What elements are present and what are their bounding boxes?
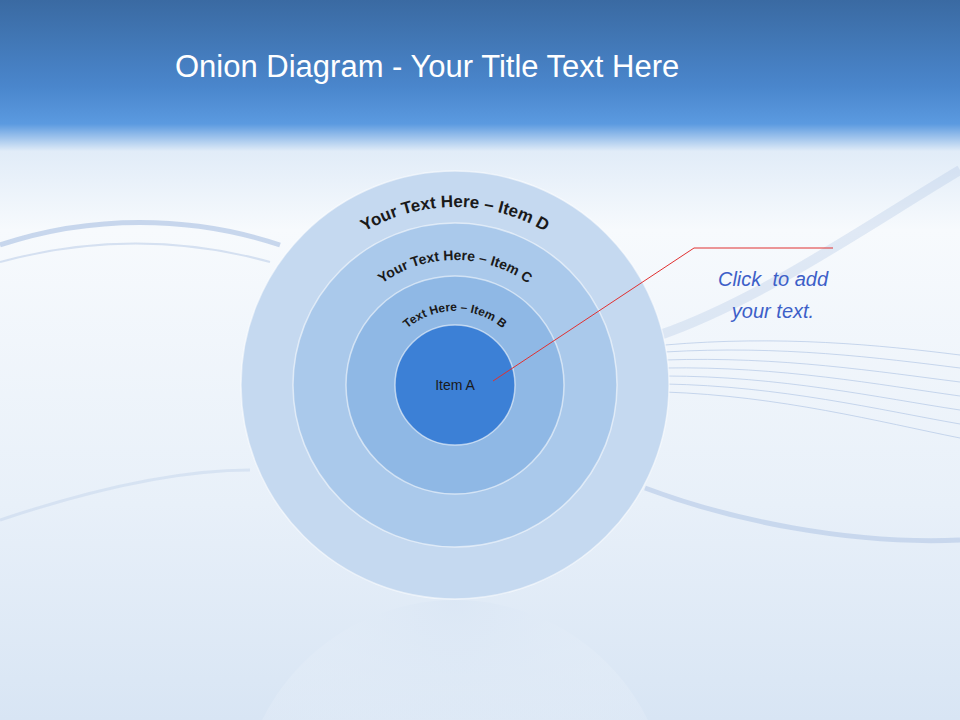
onion-ring: Text Here – Item BItem A [345,275,565,495]
onion-core: Item A [394,324,516,446]
slide-title: Onion Diagram - Your Title Text Here [175,49,679,85]
ring-circle [241,171,669,599]
circle-reflection [240,600,670,720]
core-label: Item A [435,377,475,393]
ring-circle [293,223,617,547]
onion-ring: Your Text Here – Item CText Here – Item … [292,222,618,548]
ring-circle [346,276,564,494]
onion-ring: Your Text Here – Item DYour Text Here – … [240,170,670,600]
callout-text: Click to add your text. [698,263,848,327]
ring-circle [395,325,515,445]
